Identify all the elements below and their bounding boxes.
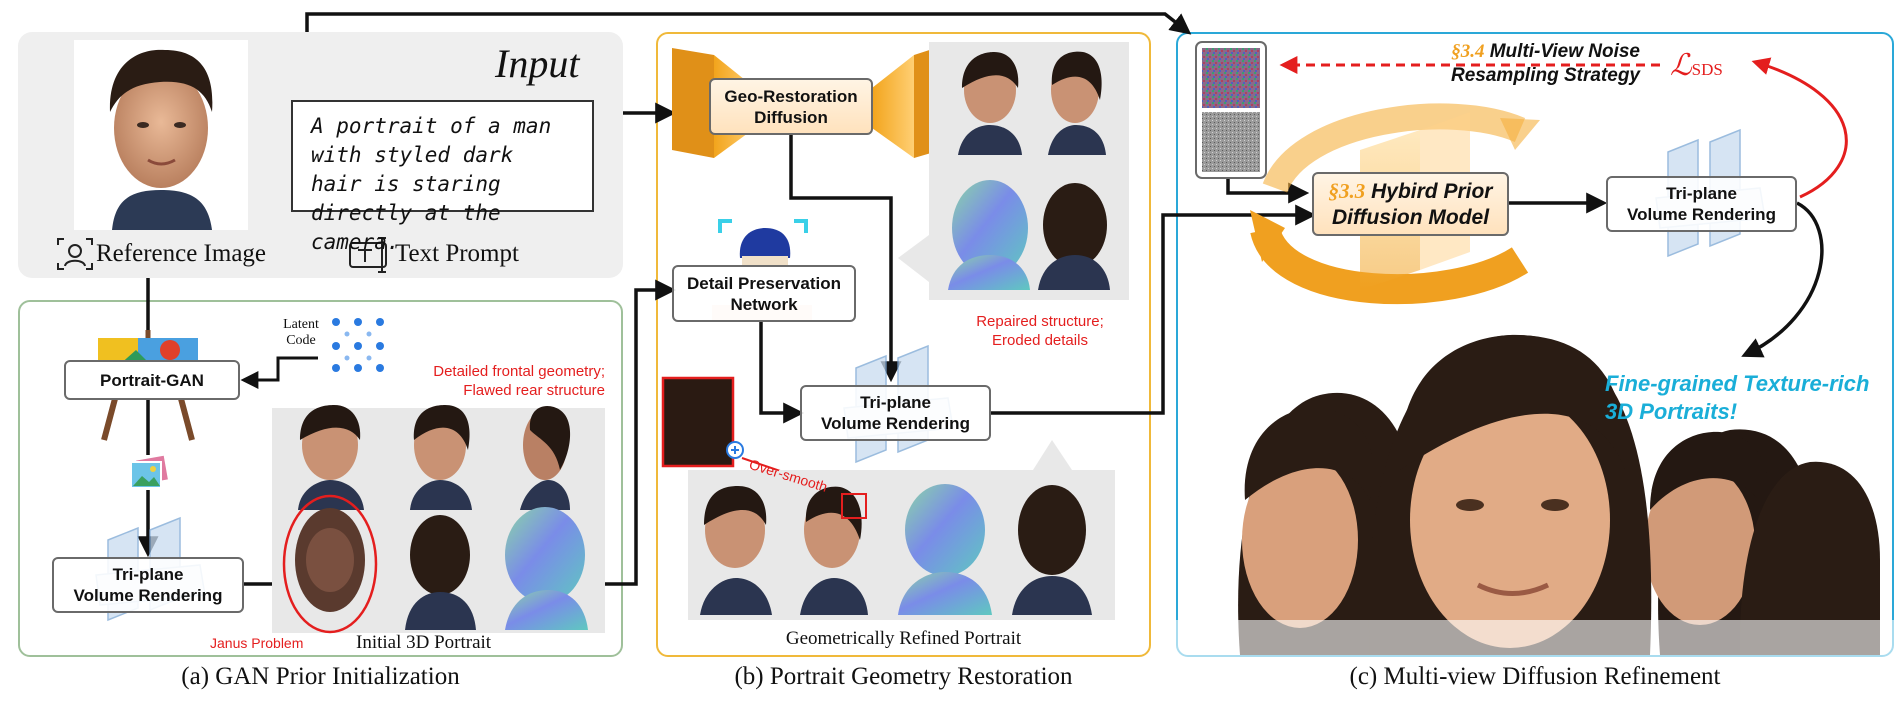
hybrid-prior-box: §3.3 Hybird Prior Diffusion Model [1312, 172, 1509, 236]
text-prompt-content: A portrait of a man with styled dark hai… [311, 114, 552, 254]
panel-a-frame [18, 300, 623, 657]
annotation-repaired-structure: Repaired structure; Eroded details [976, 313, 1104, 349]
result-label: Fine-grained Texture-rich 3D Portraits! [1605, 371, 1870, 424]
text-prompt-box: A portrait of a man with styled dark hai… [291, 100, 594, 254]
noise-section-ref: §3.4 [1451, 41, 1485, 62]
noise-resampling-label: §3.4 Multi-View Noise Resampling Strateg… [1451, 41, 1640, 86]
sds-loss-label: ℒSDS [1670, 49, 1723, 82]
portrait-gan-label: Portrait-GAN [100, 370, 204, 390]
refined-portrait-label: Geometrically Refined Portrait [785, 628, 1022, 649]
reference-image-label: Reference Image [96, 240, 267, 267]
triplane-box-a: Tri-plane Volume Rendering [52, 557, 244, 613]
detail-preservation-box: Detail Preservation Network [672, 265, 856, 322]
annotation-flawed-geometry: Detailed frontal geometry; Flawed rear s… [433, 363, 605, 399]
panel-b-frame [656, 32, 1151, 657]
initial-portrait-label: Initial 3D Portrait [356, 632, 492, 653]
triplane-box-c: Tri-plane Volume Rendering [1606, 176, 1797, 232]
text-prompt-label: Text Prompt [395, 240, 519, 267]
geo-restoration-box: Geo-Restoration Diffusion [709, 78, 873, 135]
latent-code-label: Latent Code [283, 317, 319, 348]
portrait-gan-box: Portrait-GAN [64, 360, 240, 400]
triplane-box-b: Tri-plane Volume Rendering [800, 385, 991, 441]
janus-problem-label: Janus Problem [210, 635, 304, 651]
caption-b: (b) Portrait Geometry Restoration [734, 663, 1073, 690]
input-title: Input [495, 41, 580, 86]
caption-c: (c) Multi-view Diffusion Refinement [1349, 663, 1721, 690]
caption-a: (a) GAN Prior Initialization [181, 663, 460, 690]
